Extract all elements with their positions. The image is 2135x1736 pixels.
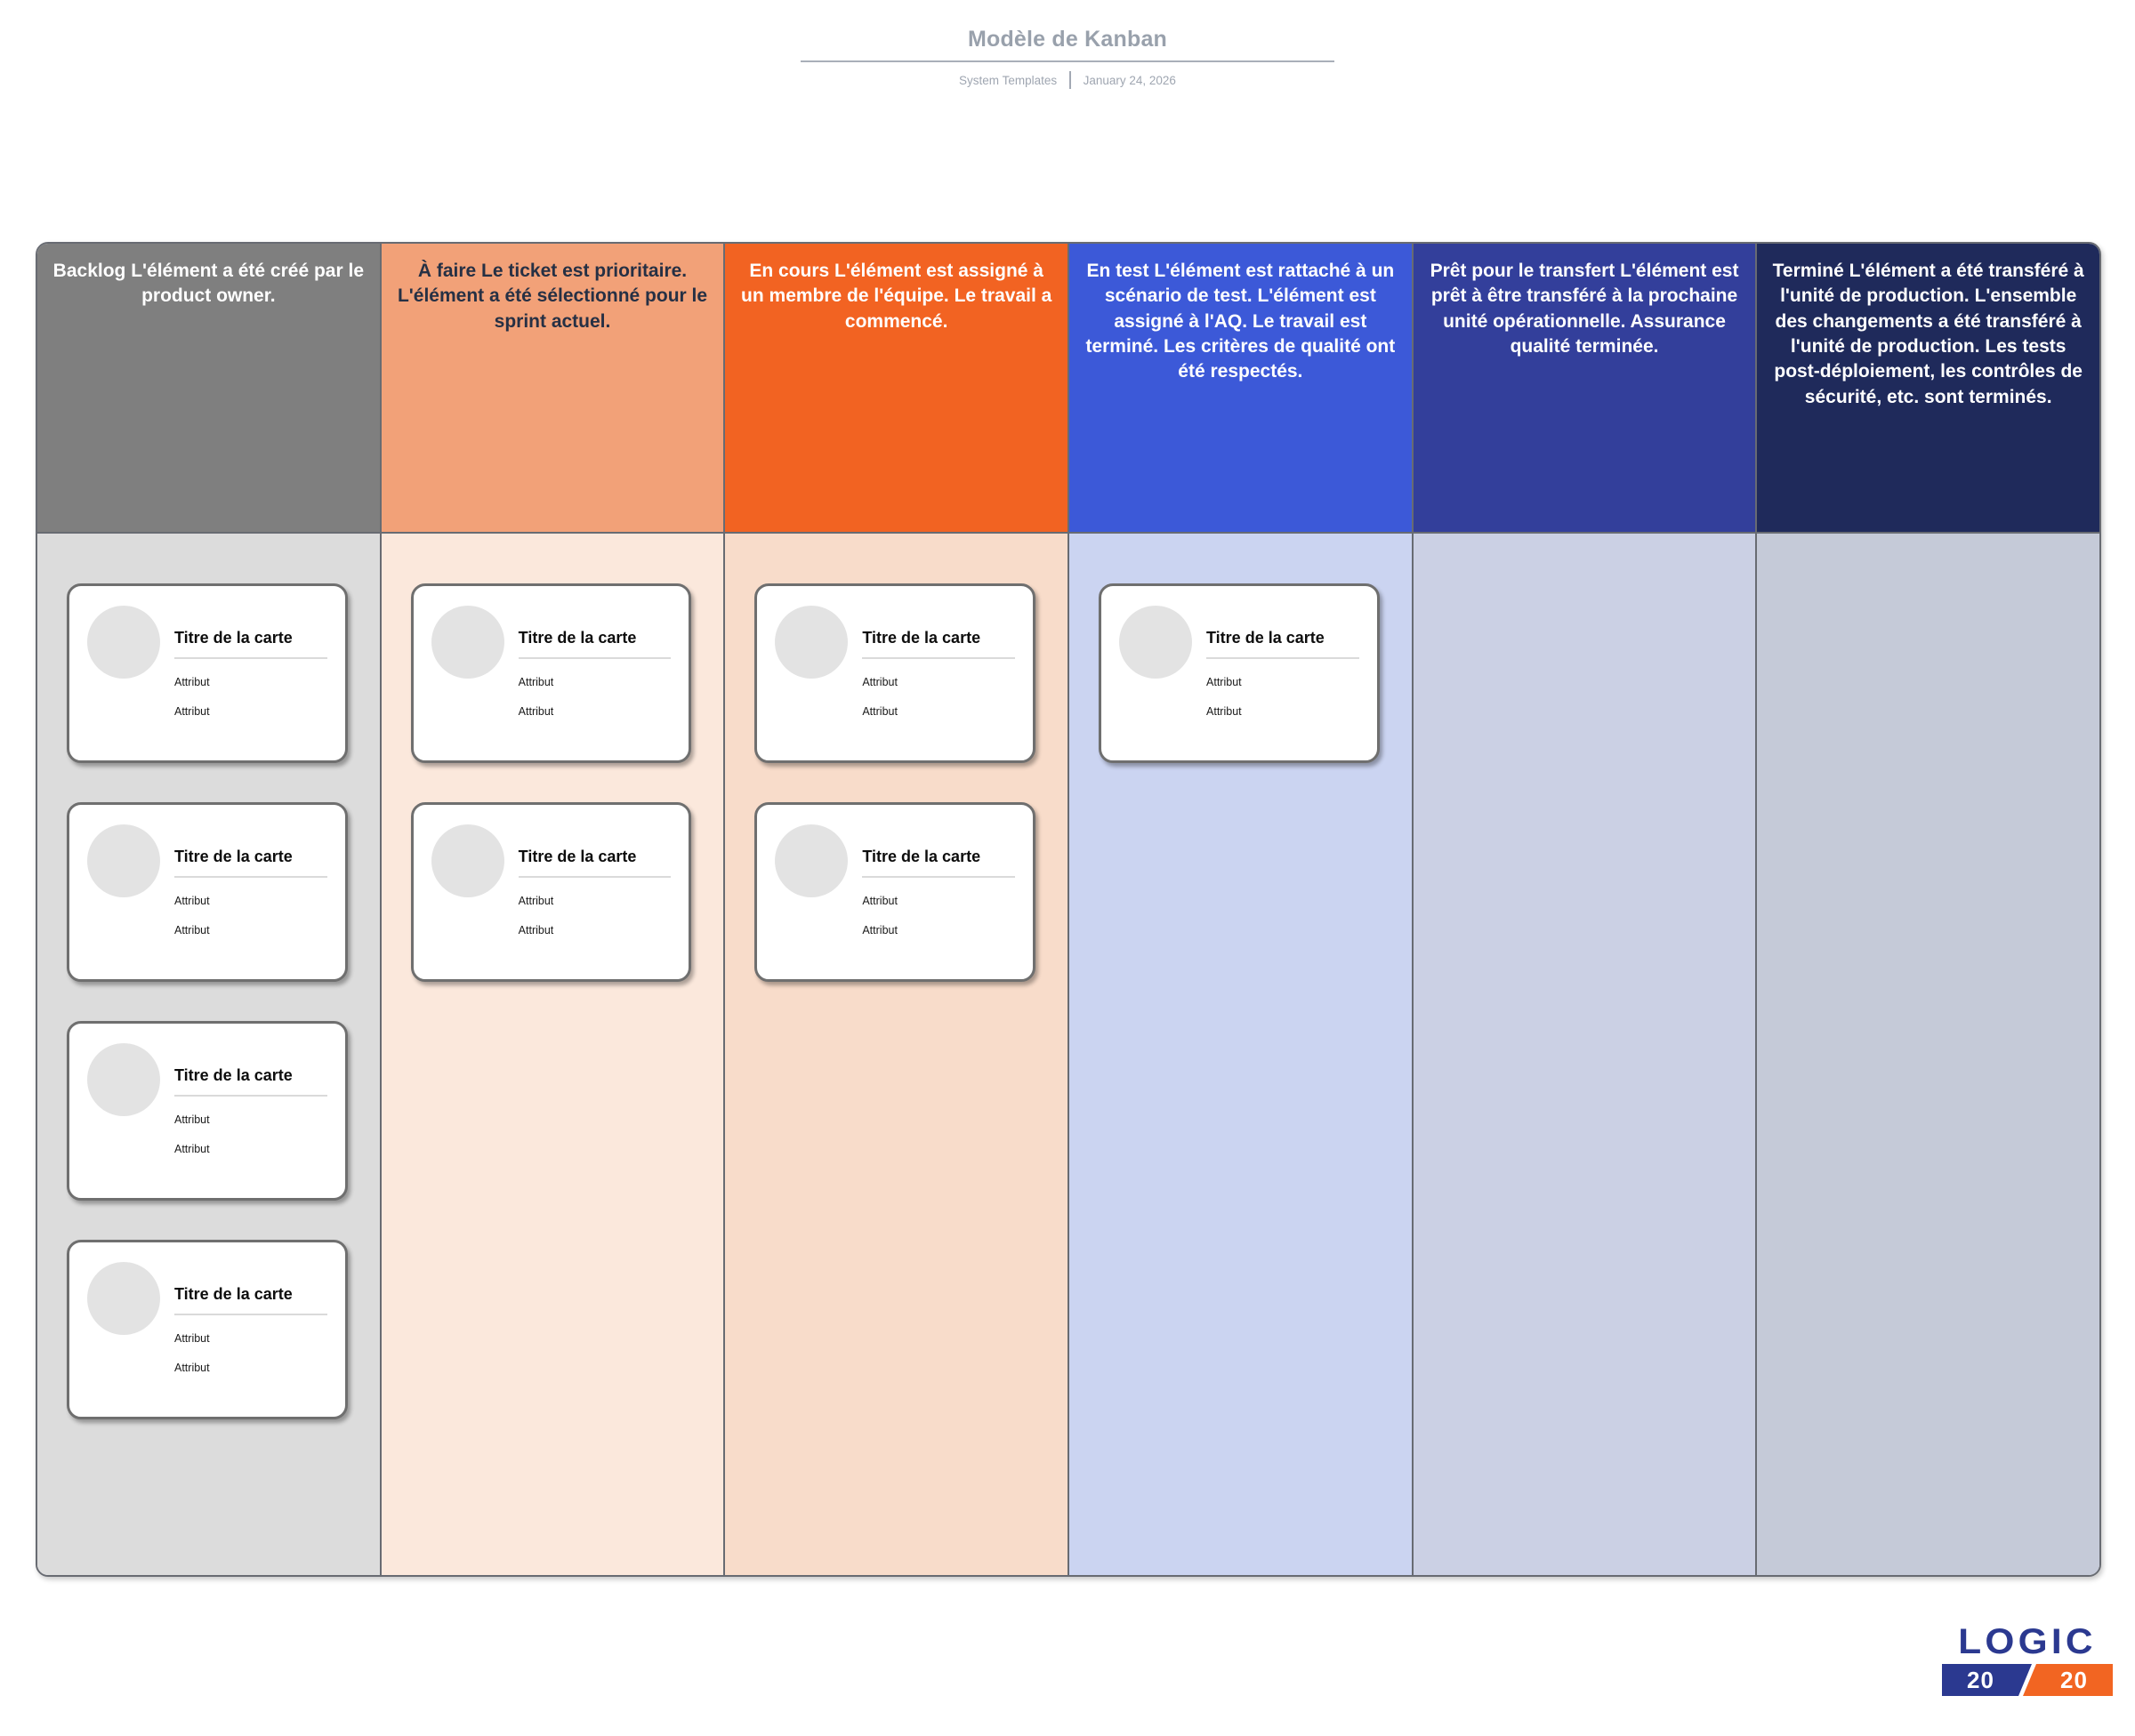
card-attribute: Attribut — [1206, 705, 1242, 718]
column-header: Backlog L'élément a été créé par le prod… — [37, 244, 380, 534]
avatar-placeholder — [87, 824, 160, 897]
kanban-column-en-cours: En cours L'élément est assigné à un memb… — [723, 244, 1068, 1575]
card-title: Titre de la carte — [518, 629, 672, 659]
column-header: En cours L'élément est assigné à un memb… — [725, 244, 1068, 534]
avatar-placeholder — [431, 606, 504, 679]
avatar-placeholder — [87, 606, 160, 679]
card-title: Titre de la carte — [174, 1285, 327, 1315]
column-body — [1413, 534, 1756, 1575]
card-attribute: Attribut — [174, 924, 210, 936]
card-attribute: Attribut — [862, 895, 898, 907]
avatar-placeholder — [431, 824, 504, 897]
card-title: Titre de la carte — [862, 629, 1016, 659]
page-title: Modèle de Kanban — [967, 27, 1168, 52]
card-title: Titre de la carte — [174, 1066, 327, 1097]
card-attribute: Attribut — [518, 895, 554, 907]
card-attribute: Attribut — [518, 924, 554, 936]
card-attribute: Attribut — [862, 676, 898, 688]
column-header: Prêt pour le transfert L'élément est prê… — [1413, 244, 1756, 534]
title-underline — [801, 60, 1334, 62]
card-title: Titre de la carte — [518, 848, 672, 878]
card-attribute: Attribut — [174, 676, 210, 688]
kanban-column-backlog: Backlog L'élément a été créé par le prod… — [37, 244, 380, 1575]
card-attribute: Attribut — [174, 1362, 210, 1374]
card-attribute: Attribut — [174, 895, 210, 907]
avatar-placeholder — [87, 1043, 160, 1116]
card-attribute: Attribut — [174, 1143, 210, 1155]
subtitle-divider — [1069, 71, 1071, 89]
card-title: Titre de la carte — [174, 629, 327, 659]
card-attribute: Attribut — [862, 705, 898, 718]
avatar-placeholder — [775, 606, 849, 679]
subtitle-date: January 24, 2026 — [1083, 73, 1176, 87]
logic2020-logo: LOGIC 20 20 — [1942, 1624, 2113, 1696]
logo-left-number: 20 — [1967, 1666, 1994, 1693]
kanban-board: Backlog L'élément a été créé par le prod… — [36, 242, 2101, 1577]
column-header: À faire Le ticket est prioritaire. L'élé… — [381, 244, 724, 534]
page-subtitle: System Templates January 24, 2026 — [0, 71, 2135, 89]
card-attribute: Attribut — [518, 705, 554, 718]
card-title: Titre de la carte — [862, 848, 1016, 878]
card-title: Titre de la carte — [1206, 629, 1359, 659]
logo-banner-left: 20 — [1942, 1664, 2032, 1696]
kanban-column-en-test: En test L'élément est rattaché à un scén… — [1068, 244, 1412, 1575]
subtitle-source: System Templates — [959, 73, 1058, 87]
avatar-placeholder — [1119, 606, 1193, 679]
avatar-placeholder — [775, 824, 849, 897]
card-attribute: Attribut — [1206, 676, 1242, 688]
logo-banner-right: 20 — [2023, 1664, 2113, 1696]
logo-banner: 20 20 — [1942, 1664, 2113, 1696]
card-attribute: Attribut — [174, 1332, 210, 1345]
card-attribute: Attribut — [518, 676, 554, 688]
column-body — [1757, 534, 2099, 1575]
kanban-column-a-faire: À faire Le ticket est prioritaire. L'élé… — [379, 244, 724, 1575]
avatar-placeholder — [87, 1262, 160, 1335]
logo-wordmark: LOGIC — [1958, 1622, 2097, 1661]
kanban-column-termine: Terminé L'élément a été transféré à l'un… — [1755, 244, 2099, 1575]
card-attribute: Attribut — [862, 924, 898, 936]
column-header: En test L'élément est rattaché à un scén… — [1069, 244, 1412, 534]
card-title: Titre de la carte — [174, 848, 327, 878]
card-attribute: Attribut — [174, 705, 210, 718]
card-attribute: Attribut — [174, 1113, 210, 1126]
logo-right-number: 20 — [2060, 1666, 2088, 1693]
column-header: Terminé L'élément a été transféré à l'un… — [1757, 244, 2099, 534]
kanban-column-pret-pour-le-transfert: Prêt pour le transfert L'élément est prê… — [1411, 244, 1756, 1575]
page-header: Modèle de Kanban System Templates Januar… — [0, 27, 2135, 89]
